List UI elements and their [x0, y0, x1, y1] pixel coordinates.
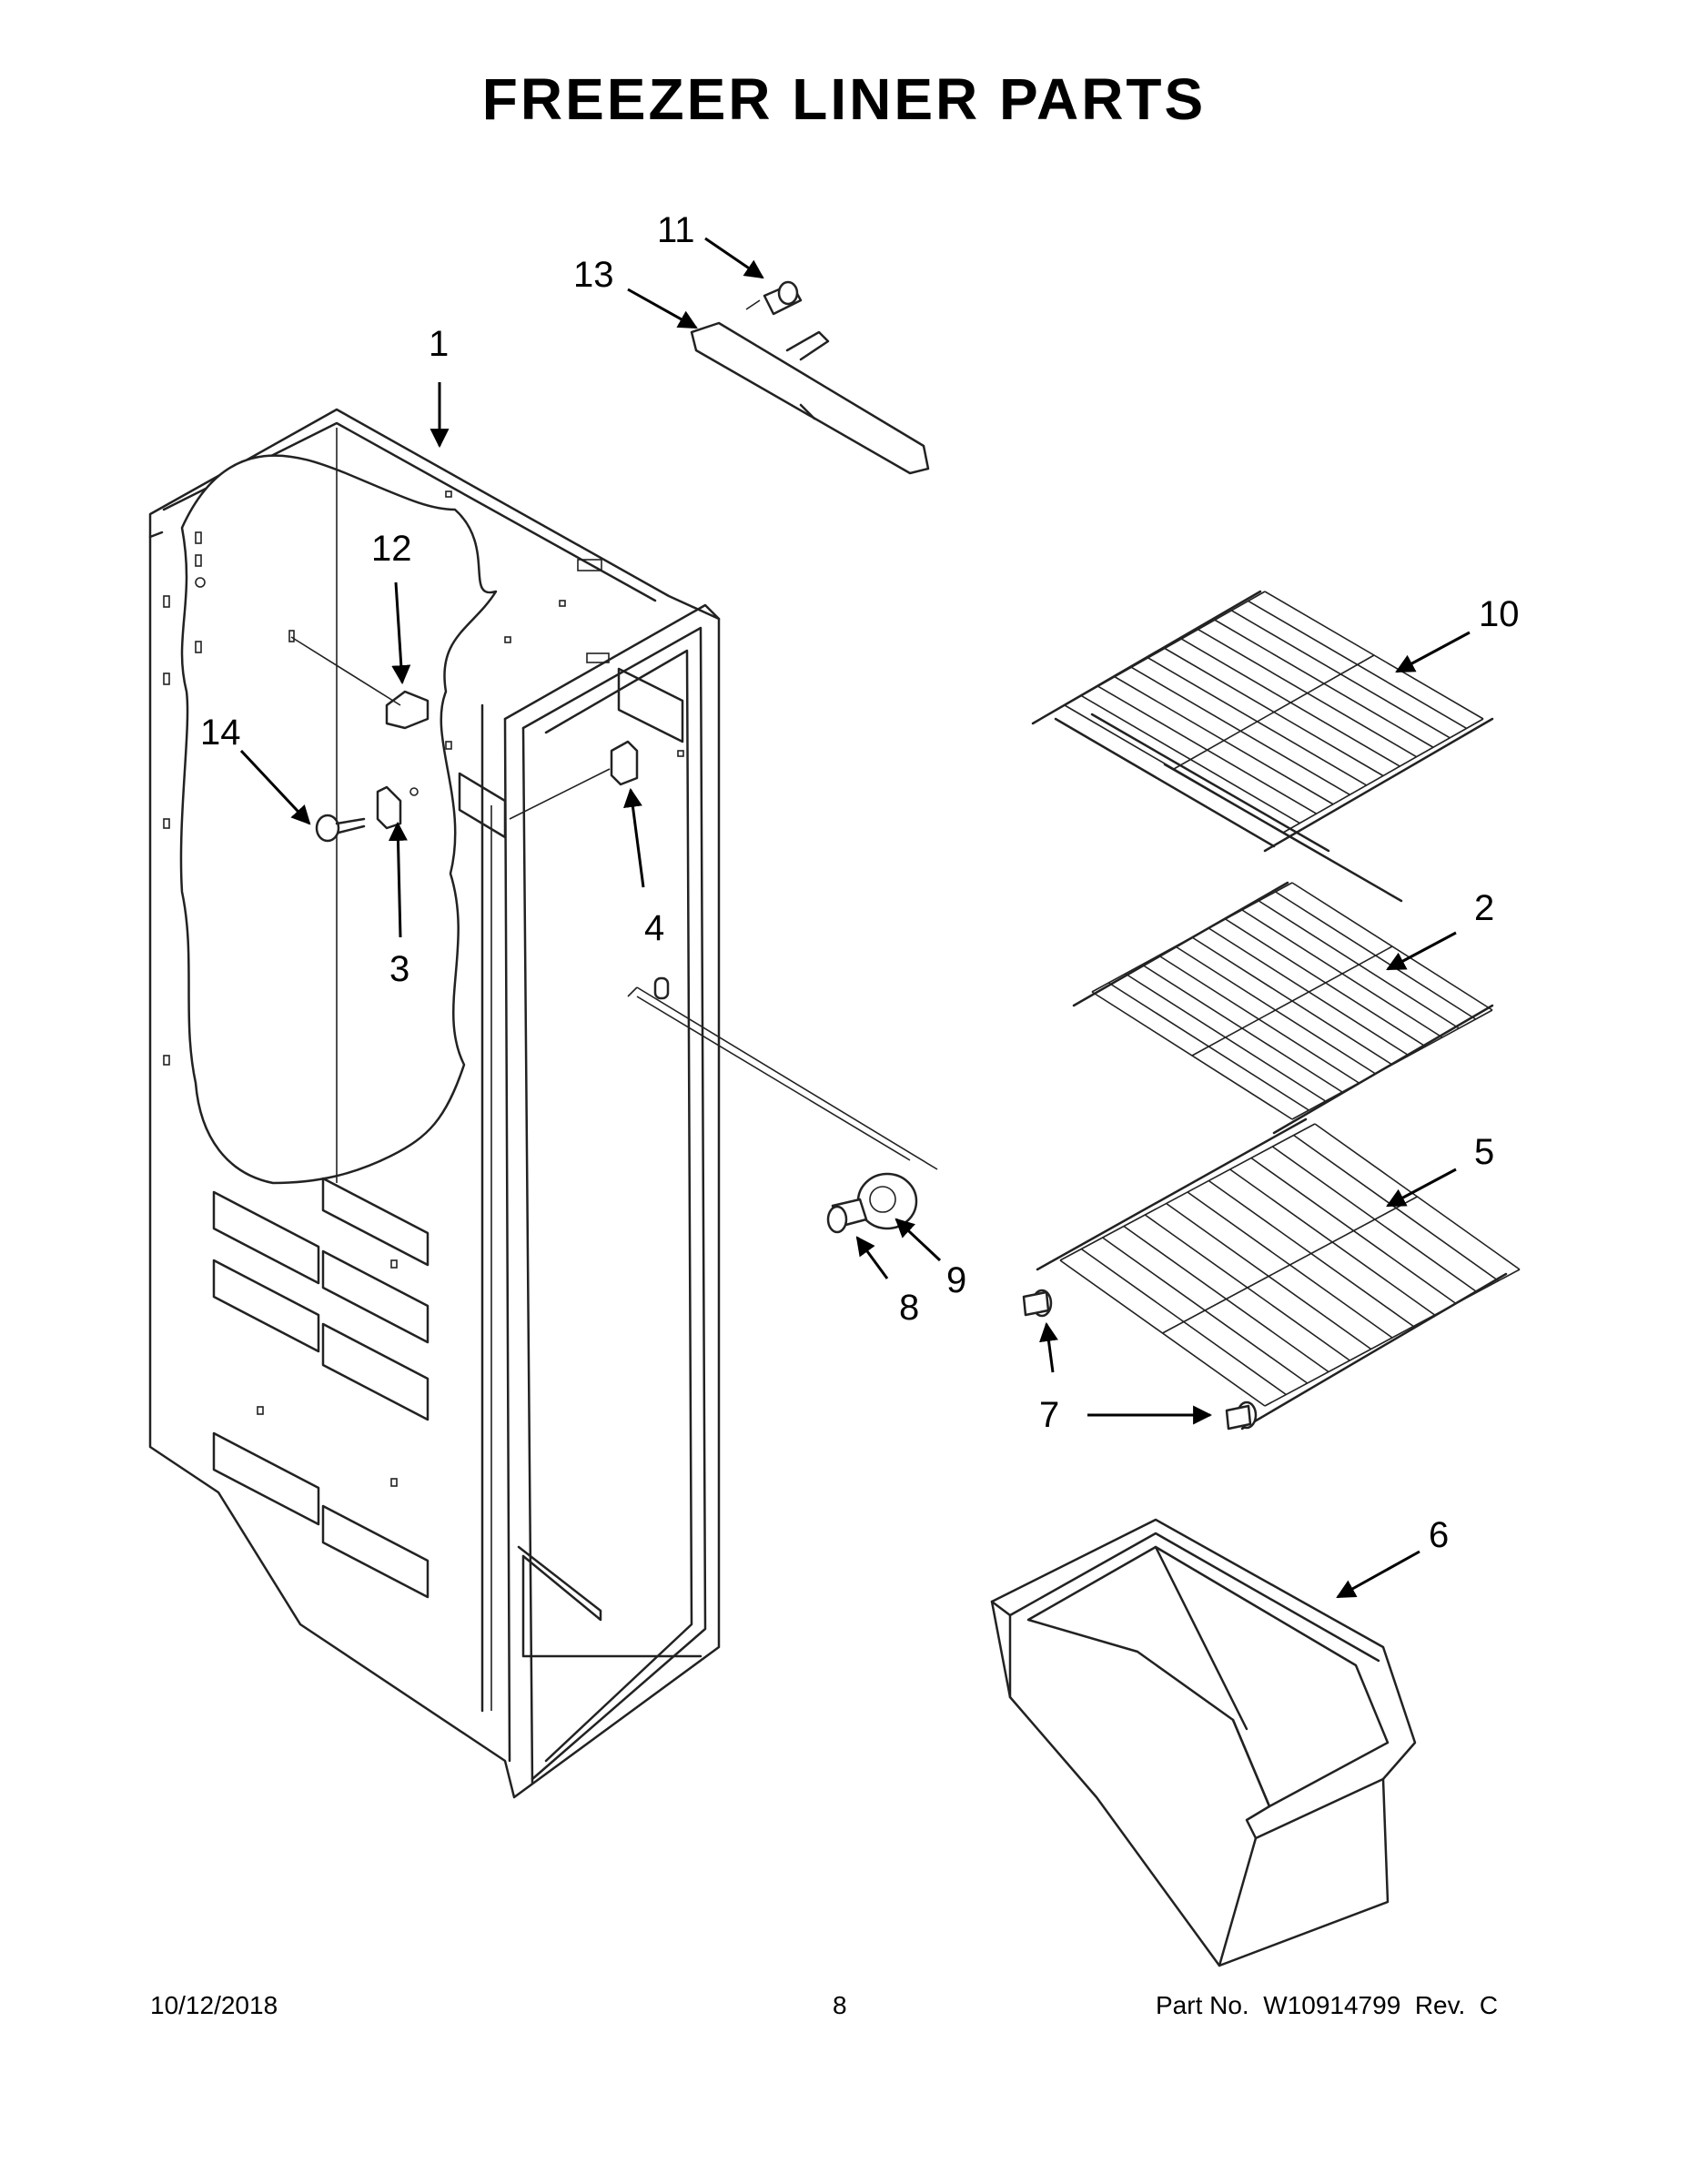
part-4-clip [509, 740, 639, 820]
callout-6: 6 [1429, 1515, 1450, 1555]
footer-page-number: 8 [833, 1991, 847, 2019]
callout-5: 5 [1474, 1132, 1495, 1172]
part-7-shelf-stud [1022, 1289, 1258, 1431]
callout-11: 11 [657, 210, 695, 250]
callout-9: 9 [946, 1260, 967, 1300]
callout-1: 1 [429, 324, 450, 364]
page-title: FREEZER LINER PARTS [481, 66, 1207, 132]
callout-13: 13 [573, 255, 614, 295]
freezer-liner [148, 408, 721, 1799]
footer-date: 10/12/2018 [150, 1991, 278, 2019]
callout-12: 12 [371, 529, 412, 569]
callout-8: 8 [899, 1288, 920, 1328]
part-10-shelf [1031, 590, 1494, 903]
callout-7: 7 [1039, 1395, 1060, 1435]
part-2-shelf [1072, 881, 1494, 1135]
part-8-screw [826, 1198, 868, 1234]
part-13-bracket [690, 321, 930, 475]
part-14-screw [315, 814, 366, 843]
part-11-screw [745, 280, 803, 316]
part-6-basket [990, 1518, 1417, 1967]
callout-leaders [239, 237, 1471, 1599]
callout-4: 4 [644, 908, 665, 948]
part-12-bracket [288, 630, 430, 730]
assembly-guide-line [627, 986, 938, 1170]
callout-14: 14 [200, 713, 241, 753]
callout-10: 10 [1479, 594, 1520, 634]
part-5-shelf [1036, 1117, 1521, 1431]
footer-part-number: Part No. W10914799 Rev. C [1156, 1991, 1499, 2019]
callout-3: 3 [389, 949, 410, 989]
callout-2: 2 [1474, 888, 1495, 928]
